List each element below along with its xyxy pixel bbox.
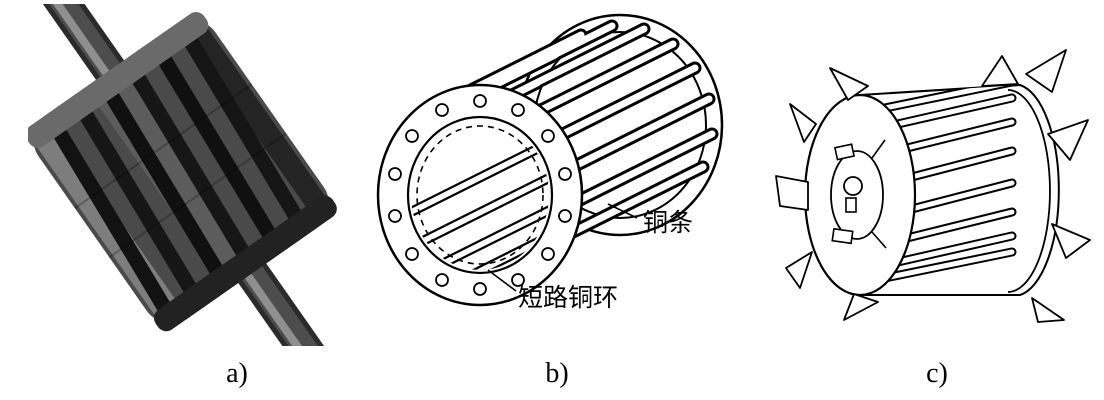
leader-short-circuit-ring [487,269,517,292]
caption-a: a) [226,358,248,389]
cast-face-details [830,139,887,249]
caption-c: c) [926,358,948,389]
cage-ring-holes [388,94,572,296]
caption-b: b) [545,358,568,389]
cage-front-ring [376,83,584,307]
leader-copper-bar [607,203,638,219]
caption-row: a) b) c) [226,358,948,389]
rotor-end-ring-top [28,12,209,148]
panel-b-cage-drawing: 铜条 短路铜环 [376,13,724,312]
rotor-end-ring-bottom [153,195,337,332]
cast-fan-blades-left [775,67,879,321]
rotor-core-body [28,12,337,332]
label-copper-bar: 铜条 [643,208,693,237]
cast-front-face [803,93,917,297]
cast-end-ring-edge [1007,89,1051,293]
label-short-circuit-ring: 短路铜环 [518,283,618,312]
panel-c-cast-rotor-drawing [775,49,1091,323]
rotor-slots [45,24,310,325]
cast-skewed-bars [870,85,1017,285]
panel-a-rotor-photo [28,4,338,346]
cast-fan-blades-right [981,49,1091,323]
